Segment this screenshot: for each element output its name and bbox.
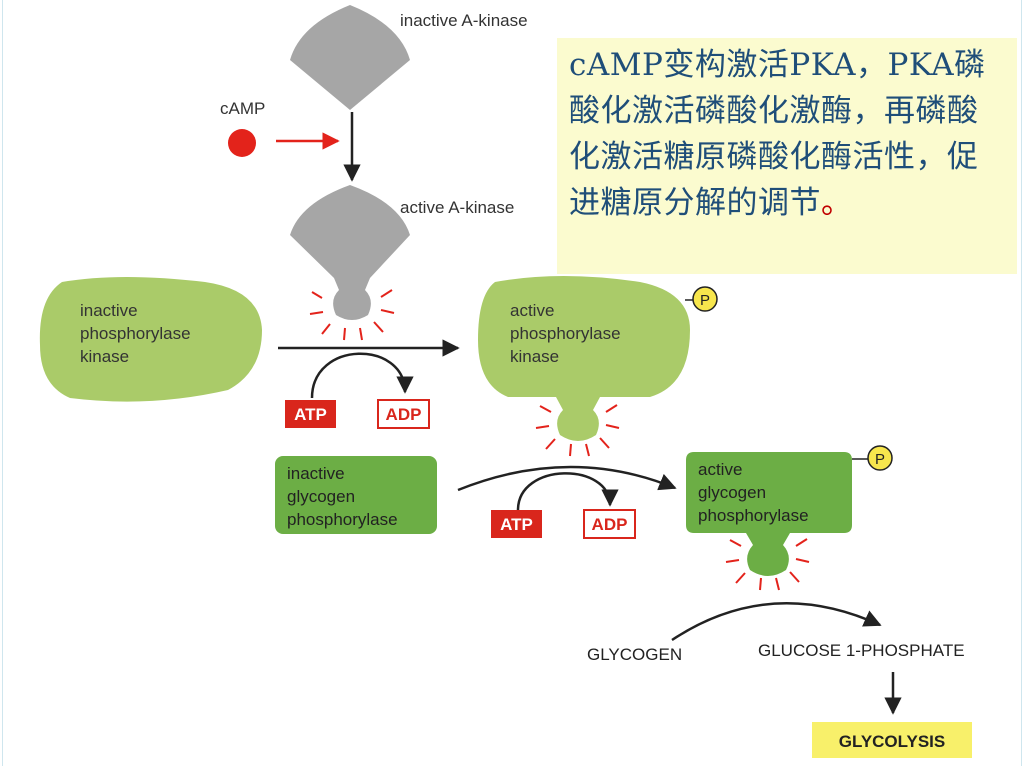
active-phk-label: active phosphorylase kinase: [510, 301, 625, 366]
active-gp-label: active glycogen phosphorylase: [698, 460, 809, 525]
active-a-kinase-shape: [290, 185, 410, 320]
inactive-a-kinase-shape: [290, 5, 410, 110]
adp-badge-1: [377, 399, 430, 429]
atp-adp-arc-2: [516, 472, 619, 511]
phk-phosphate-badge: [692, 286, 718, 312]
glycogen-label: GLYCOGEN: [587, 645, 682, 664]
gp-phosphate-badge: [867, 445, 893, 471]
annotation-text: cAMP变构激活PKA，PKA磷酸化激活磷酸化激酶，再磷酸化激活糖原磷酸化酶活性…: [569, 42, 1007, 226]
camp-circle: [228, 129, 256, 157]
atp-badge-1: [285, 400, 336, 428]
inactive-phk-label: inactive phosphorylase kinase: [80, 301, 195, 366]
inactive-gp-shape: [275, 456, 437, 534]
active-phk-shape: [478, 276, 690, 441]
glucose-1-phosphate-label: GLUCOSE 1-PHOSPHATE: [758, 641, 965, 660]
adp-badge-2: [583, 509, 636, 539]
phk-phosphate-label: P: [700, 292, 710, 309]
adp-label-1: ADP: [386, 405, 422, 424]
active-a-kinase-label: active A-kinase: [400, 198, 514, 217]
gp-activity-rays: [725, 538, 810, 591]
active-gp-shape: [686, 452, 852, 576]
annotation-end-mark: 。: [821, 185, 853, 221]
atp-label-2: ATP: [500, 515, 533, 534]
gp-phosphate-label: P: [875, 451, 885, 468]
atp-badge-2: [491, 510, 542, 538]
inactive-phk-shape: [39, 277, 262, 402]
inactive-a-kinase-label: inactive A-kinase: [400, 11, 528, 30]
inactive-gp-label: inactive glycogen phosphorylase: [287, 464, 398, 529]
glycolysis-badge: [812, 722, 972, 758]
atp-adp-arc-1: [310, 352, 414, 399]
camp-label: cAMP: [220, 99, 265, 118]
atp-label-1: ATP: [294, 405, 327, 424]
adp-label-2: ADP: [592, 515, 628, 534]
gp-activation-arrow: [457, 465, 677, 492]
annotation-body: cAMP变构激活PKA，PKA磷酸化激活磷酸化激酶，再磷酸化激活糖原磷酸化酶活性…: [569, 47, 986, 221]
glycolysis-label: GLYCOLYSIS: [839, 732, 945, 751]
a-kinase-activity-rays: [309, 289, 395, 341]
phk-activity-rays: [535, 404, 620, 457]
glycogen-breakdown-arrow: [671, 602, 882, 642]
annotation-note: cAMP变构激活PKA，PKA磷酸化激活磷酸化激酶，再磷酸化激活糖原磷酸化酶活性…: [557, 38, 1017, 274]
